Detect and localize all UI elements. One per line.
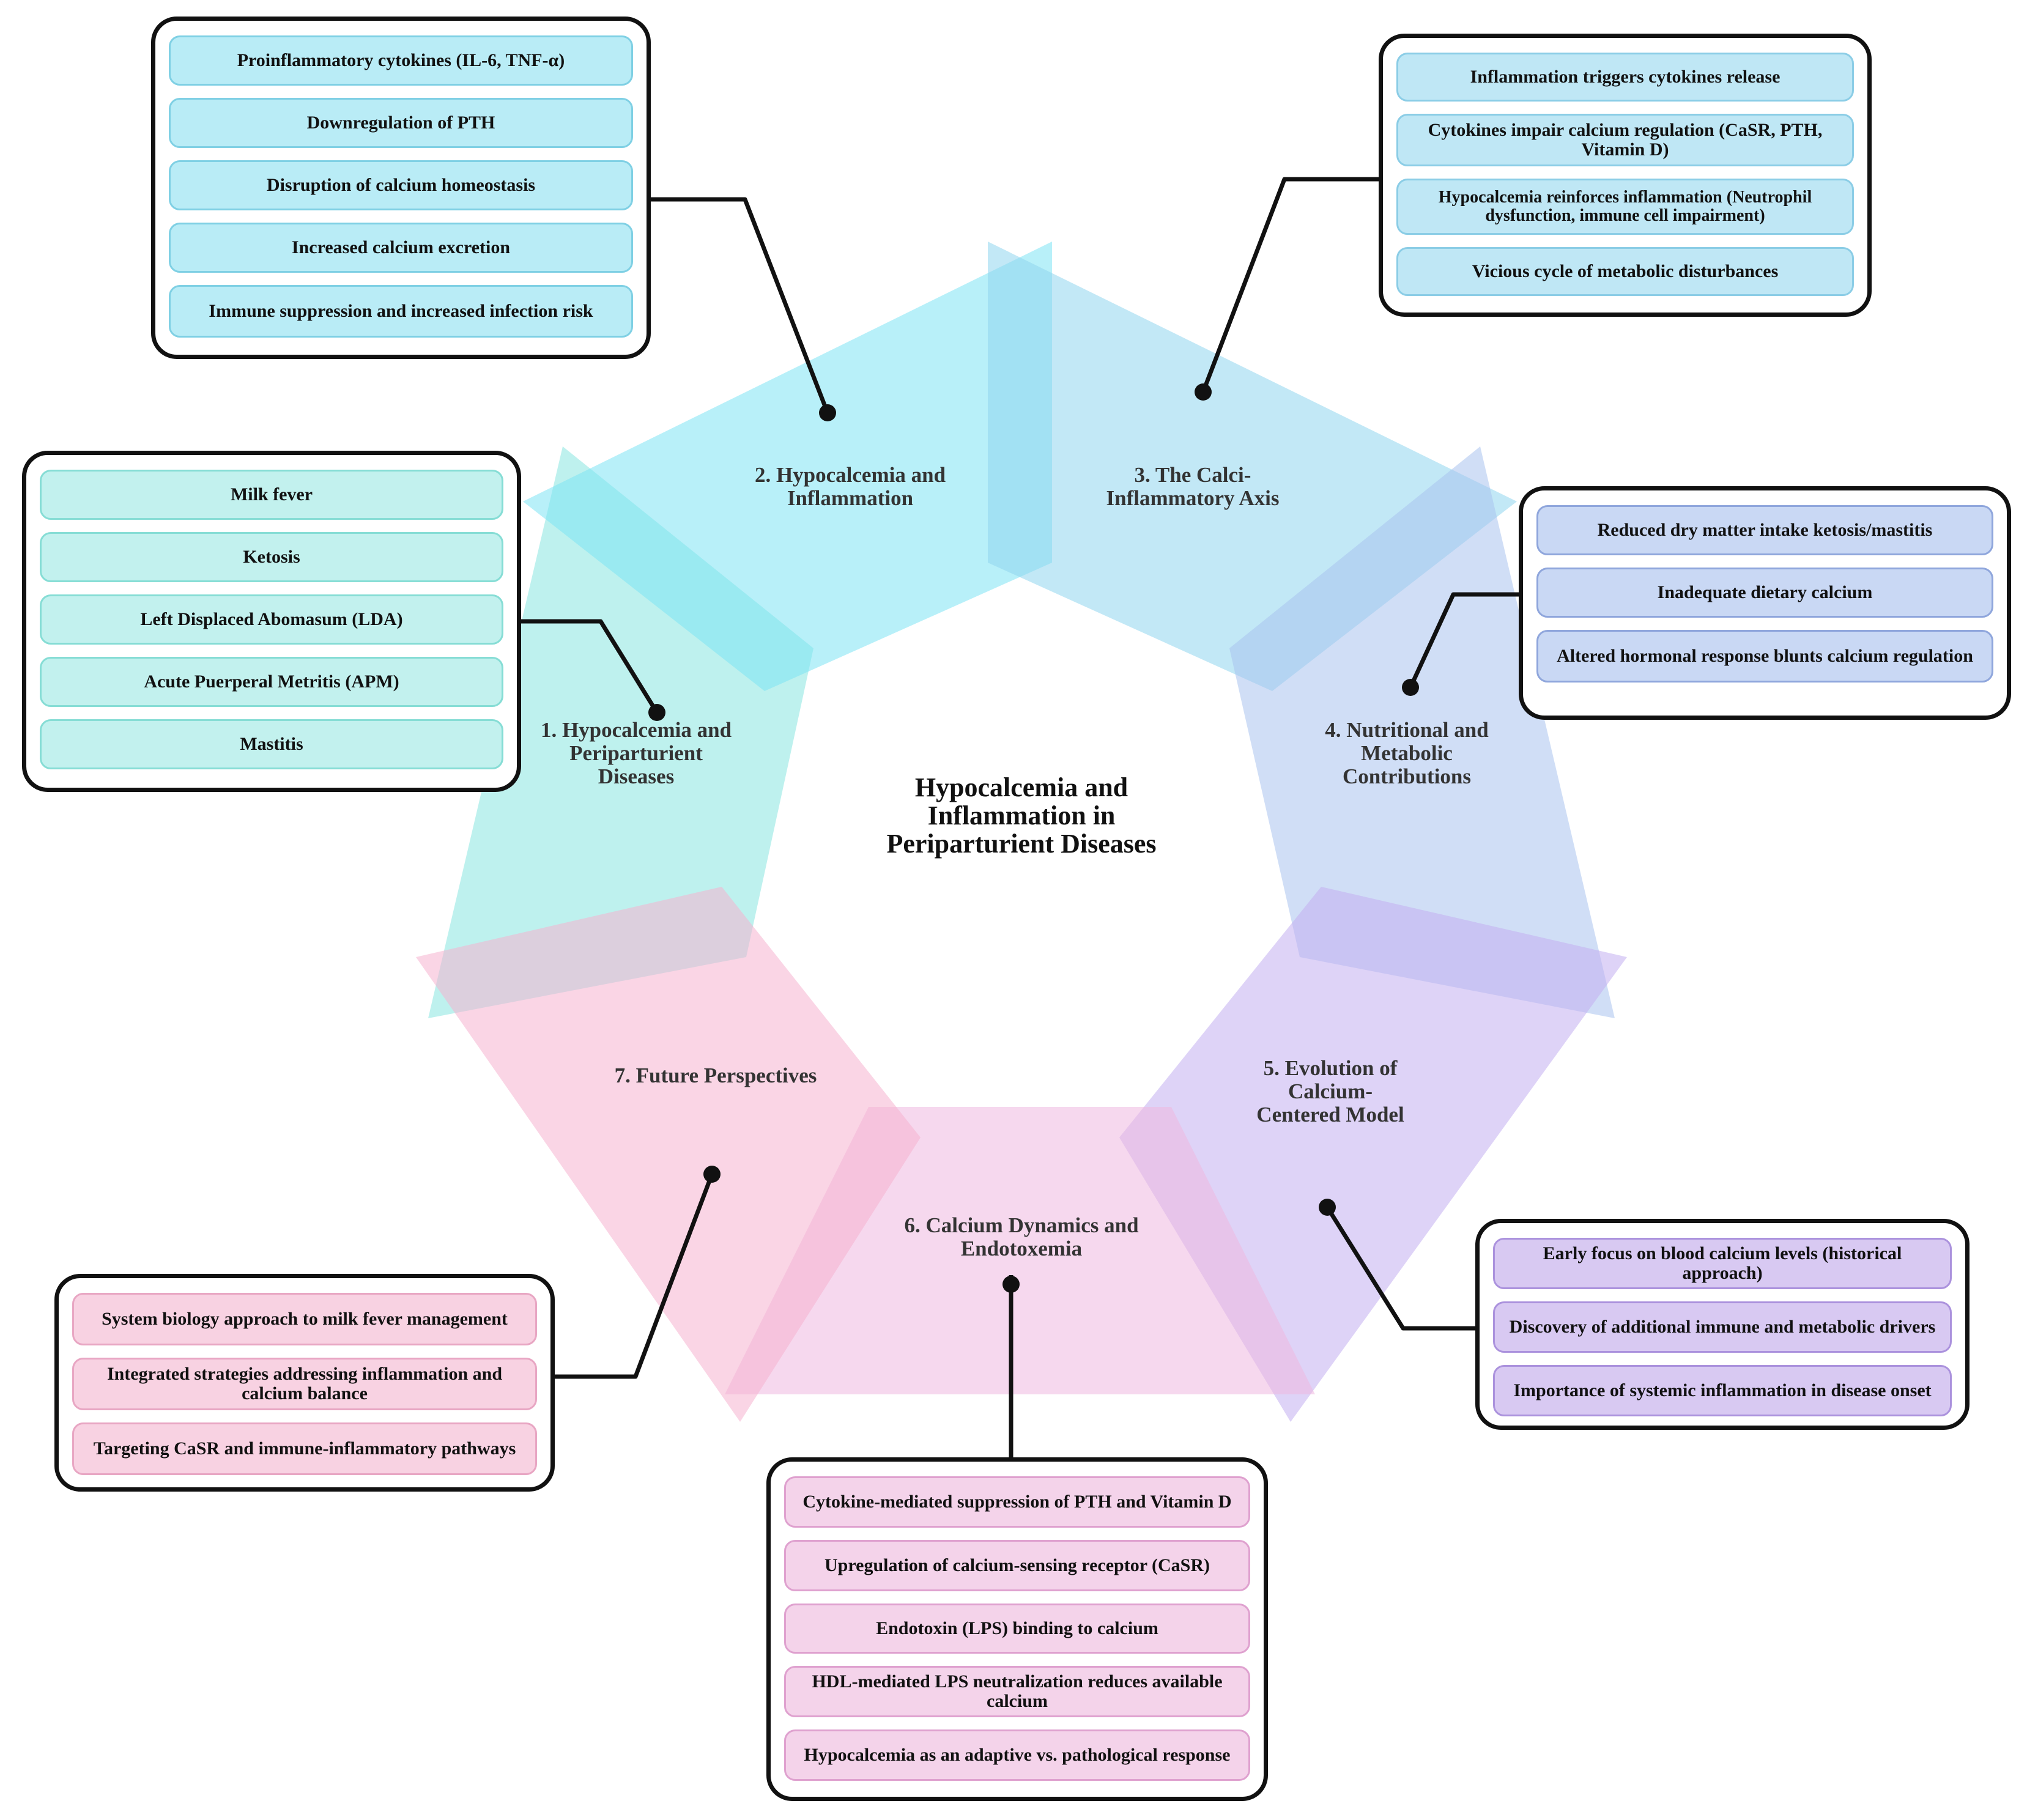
segment-3-label: 3. The Calci- Inflammatory Axis [1106,463,1280,510]
segment-1-label: 1. Hypocalcemia and Periparturient Disea… [540,718,732,788]
box1-item-5: Mastitis [40,719,503,769]
box7-item-1: System biology approach to milk fever ma… [72,1293,537,1345]
center-title-text: Hypocalcemia and Inflammation in Peripar… [886,772,1157,859]
box2-item-1: Proinflammatory cytokines (IL-6, TNF-α) [169,35,633,86]
box1-item-4: Acute Puerperal Metritis (APM) [40,657,503,707]
connector-dot-4 [1402,679,1419,696]
connector-7 [555,1173,714,1379]
box3-item-3: Hypocalcemia reinforces inflammation (Ne… [1396,179,1854,235]
connector-dot-6 [1002,1276,1020,1293]
box4-item-3: Altered hormonal response blunts calcium… [1536,630,1993,682]
box7-item-3: Targeting CaSR and immune-inflammatory p… [72,1422,537,1475]
box6-item-5: Hypocalcemia as an adaptive vs. patholog… [784,1729,1250,1781]
segment-2-band [523,242,1052,691]
box3-item-4: Vicious cycle of metabolic disturbances [1396,247,1854,296]
box5-item-3: Importance of systemic inflammation in d… [1493,1365,1952,1416]
heptagon-segments [416,242,1627,1422]
connector-1 [521,619,659,714]
box2-item-5: Immune suppression and increased infecti… [169,285,633,338]
segment-4-band [1229,446,1615,1018]
segment-2-label: 2. Hypocalcemia and Inflammation [754,463,946,510]
box-calci-inflammatory-axis: Inflammation triggers cytokines release … [1379,34,1872,317]
box-calcium-centered-model: Early focus on blood calcium levels (his… [1475,1219,1970,1430]
box-future-perspectives: System biology approach to milk fever ma… [54,1274,555,1492]
box4-item-2: Inadequate dietary calcium [1536,568,1993,618]
connector-dot-1 [648,704,665,721]
box2-item-2: Downregulation of PTH [169,98,633,148]
center-title: Hypocalcemia and Inflammation in Peripar… [838,774,1205,858]
segment-7-label: 7. Future Perspectives [614,1064,817,1087]
box-calcium-dynamics-endotoxemia: Cytokine-mediated suppression of PTH and… [766,1457,1268,1801]
box6-item-1: Cytokine-mediated suppression of PTH and… [784,1476,1250,1528]
connector-5 [1325,1206,1475,1331]
box1-item-3: Left Displaced Abomasum (LDA) [40,594,503,645]
box6-item-3: Endotoxin (LPS) binding to calcium [784,1604,1250,1654]
box-nutritional-metabolic: Reduced dry matter intake ketosis/mastit… [1519,486,2011,720]
segment-7-band [416,887,921,1422]
box2-item-4: Increased calcium excretion [169,223,633,273]
box3-item-1: Inflammation triggers cytokines release [1396,53,1854,102]
connector-3 [1201,177,1379,393]
connector-dot-3 [1195,383,1212,401]
box2-item-3: Disruption of calcium homeostasis [169,160,633,210]
box5-item-1: Early focus on blood calcium levels (his… [1493,1238,1952,1289]
connectors [521,177,1519,1457]
box6-item-2: Upregulation of calcium-sensing receptor… [784,1540,1250,1591]
box1-item-1: Milk fever [40,470,503,520]
connector-dot-7 [703,1166,721,1183]
connector-dot-5 [1319,1199,1336,1216]
segment-4-label: 4. Nutritional and Metabolic Contributio… [1325,718,1489,788]
box3-item-2: Cytokines impair calcium regulation (CaS… [1396,114,1854,166]
segment-6-label: 6. Calcium Dynamics and Endotoxemia [904,1213,1139,1260]
box6-item-4: HDL-mediated LPS neutralization reduces … [784,1666,1250,1717]
connector-4 [1408,592,1519,689]
box4-item-1: Reduced dry matter intake ketosis/mastit… [1536,505,1993,555]
box1-item-2: Ketosis [40,532,503,582]
box-periparturient-diseases: Milk fever Ketosis Left Displaced Abomas… [22,451,521,792]
segment-5-label: 5. Evolution of Calcium- Centered Model [1256,1056,1404,1126]
box-hypocalcemia-inflammation: Proinflammatory cytokines (IL-6, TNF-α) … [151,17,651,359]
box5-item-2: Discovery of additional immune and metab… [1493,1301,1952,1353]
box7-item-2: Integrated strategies addressing inflamm… [72,1358,537,1410]
connector-dots [648,383,1419,1293]
connector-2 [651,197,830,414]
connector-dot-2 [819,404,836,421]
